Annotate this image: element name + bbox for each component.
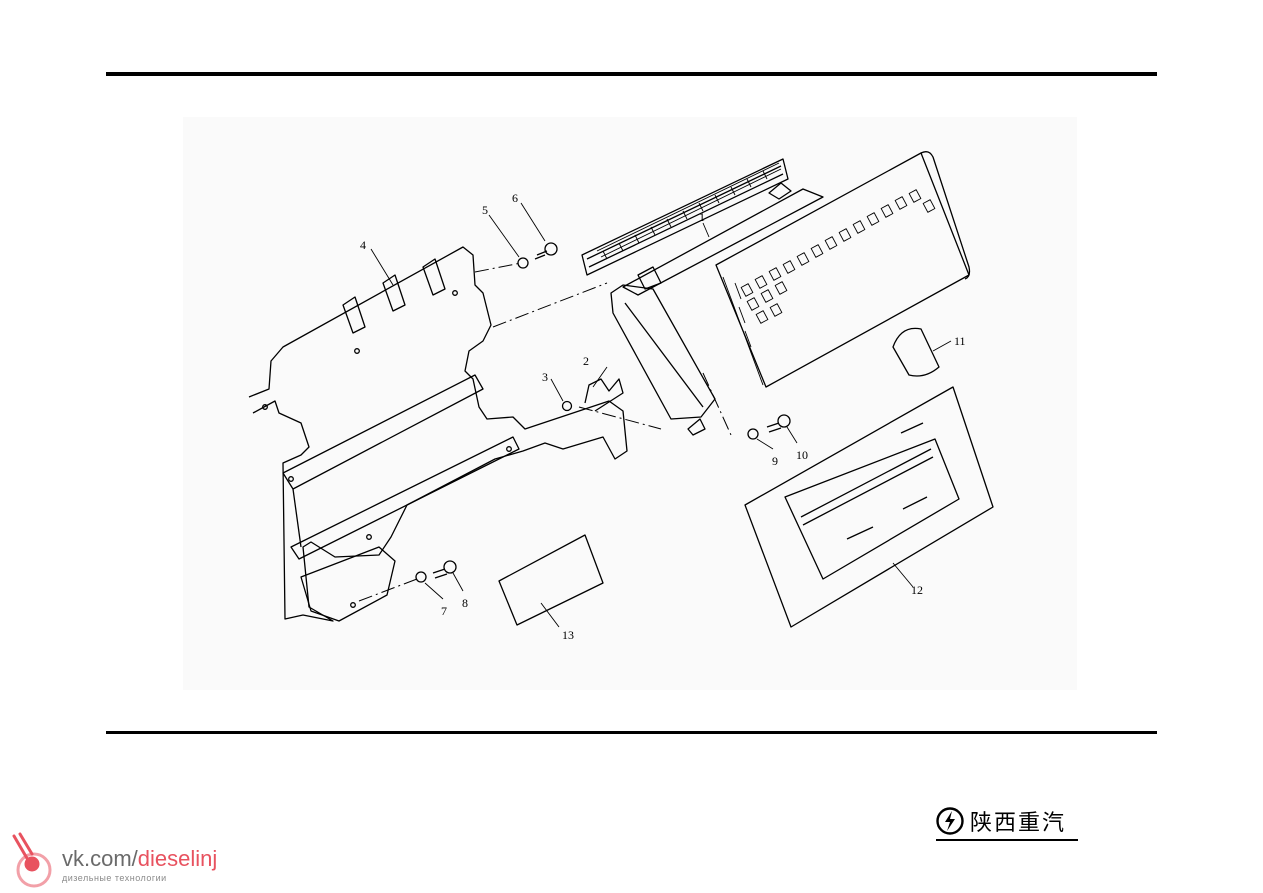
part-1-face-panel	[715, 151, 971, 388]
callout-4: 4	[360, 238, 366, 252]
callout-7: 7	[441, 604, 447, 618]
part-8-screw	[432, 560, 457, 579]
top-rule	[106, 72, 1157, 76]
callout-1: 1	[699, 210, 705, 224]
part-11-clip	[892, 327, 940, 377]
exploded-parts-diagram: 1 2 3 4 5 6 7 8 9 10 11 12 13	[183, 117, 1077, 690]
watermark-url-accent: dieselinj	[137, 846, 218, 871]
diesel-injector-logo-icon	[12, 832, 52, 888]
part-1-grille	[596, 162, 782, 260]
watermark-url-prefix: vk.com/	[62, 846, 138, 871]
callout-2: 2	[583, 354, 589, 368]
callout-5: 5	[482, 203, 488, 217]
brand-name: 陕西重汽	[970, 811, 1067, 836]
callout-9: 9	[772, 454, 778, 468]
callout-12: 12	[911, 583, 923, 597]
part-13-card	[498, 534, 604, 626]
part-5-washer	[517, 257, 529, 269]
part-9-washer	[747, 428, 759, 440]
callout-11: 11	[954, 334, 966, 348]
part-7-washer	[415, 571, 427, 583]
watermark-subtitle: дизельные технологии	[62, 873, 167, 883]
shacman-bolt-logo-icon	[936, 807, 964, 835]
callout-10: 10	[796, 448, 808, 462]
part-10-screw	[766, 414, 791, 433]
diagram-lines: 1 2 3 4 5 6 7 8 9 10 11 12 13	[248, 151, 994, 642]
part-4-bracket-frame	[248, 246, 628, 622]
callout-3: 3	[542, 370, 548, 384]
part-3-nut	[561, 400, 573, 412]
part-6-screw	[534, 242, 558, 260]
callout-8: 8	[462, 596, 468, 610]
callout-13: 13	[562, 628, 574, 642]
callout-6: 6	[512, 191, 518, 205]
watermark-url: vk.com/dieselinj	[62, 846, 217, 872]
bottom-rule	[106, 731, 1157, 734]
shacman-brand: 陕西重汽	[936, 803, 1078, 841]
part-2-small-bracket	[584, 378, 624, 412]
part-12-label-plate	[744, 386, 994, 628]
vk-watermark[interactable]: vk.com/dieselinj дизельные технологии	[0, 828, 230, 890]
